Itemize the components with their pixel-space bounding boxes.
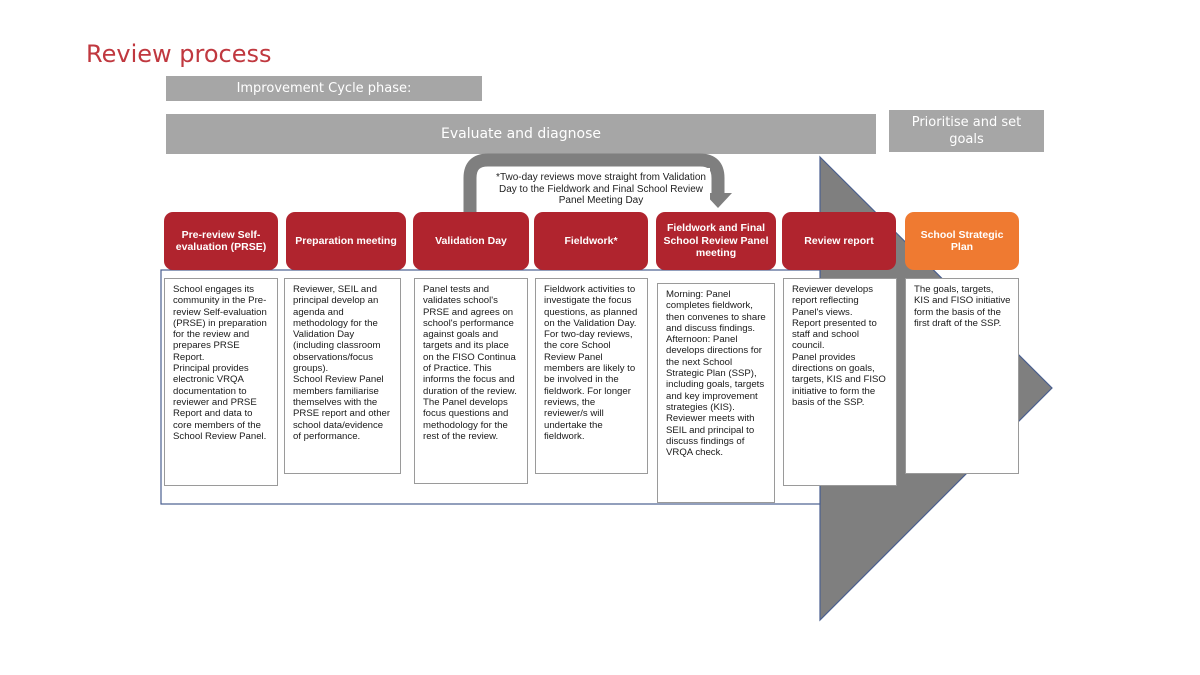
step-review-report: Review report	[782, 212, 896, 270]
desc-pre-review-self-evaluation: School engages its community in the Pre-…	[164, 278, 278, 486]
page-title: Review process	[86, 40, 272, 68]
phase-prioritise-and-set-goals: Prioritise and set goals	[889, 110, 1044, 152]
step-pre-review-self-evaluation: Pre-review Self-evaluation (PRSE)	[164, 212, 278, 270]
step-fieldwork-and-final-meeting: Fieldwork and Final School Review Panel …	[656, 212, 776, 270]
improvement-cycle-phase-label: Improvement Cycle phase:	[166, 76, 482, 101]
note-backdrop	[484, 168, 710, 210]
desc-school-strategic-plan: The goals, targets, KIS and FISO initiat…	[905, 278, 1019, 474]
desc-fieldwork-and-final-meeting: Morning: Panel completes fieldwork, then…	[657, 283, 775, 503]
desc-validation-day: Panel tests and validates school's PRSE …	[414, 278, 528, 484]
step-school-strategic-plan: School Strategic Plan	[905, 212, 1019, 270]
desc-preparation-meeting: Reviewer, SEIL and principal develop an …	[284, 278, 401, 474]
two-day-loop-arrowhead	[704, 193, 732, 208]
desc-fieldwork: Fieldwork activities to investigate the …	[535, 278, 648, 474]
phase-evaluate-and-diagnose: Evaluate and diagnose	[166, 114, 876, 154]
desc-review-report: Reviewer develops report reflecting Pane…	[783, 278, 897, 486]
two-day-loop-arrow	[463, 153, 725, 212]
two-day-review-note: *Two-day reviews move straight from Vali…	[496, 172, 706, 206]
step-fieldwork: Fieldwork*	[534, 212, 648, 270]
step-validation-day: Validation Day	[413, 212, 529, 270]
step-preparation-meeting: Preparation meeting	[286, 212, 406, 270]
